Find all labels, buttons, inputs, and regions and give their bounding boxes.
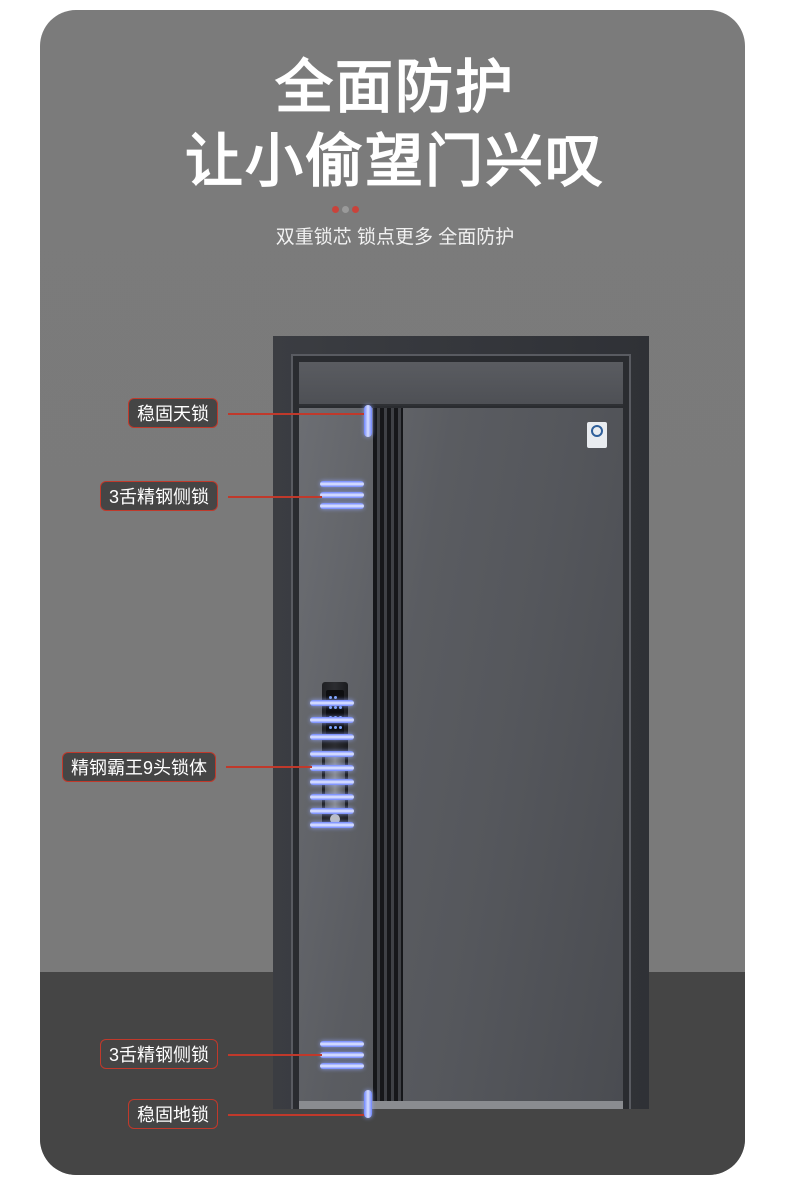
- leader-bottom: [228, 1114, 364, 1116]
- keypad-dot: [339, 726, 342, 729]
- leader-side-lower: [228, 1054, 322, 1056]
- callout-lock-body: 精钢霸王9头锁体: [62, 752, 217, 782]
- dot-3: [352, 206, 359, 213]
- lock-body-bolt-7: [310, 794, 354, 800]
- keypad-dot: [329, 696, 332, 699]
- door-frame-inner: [291, 354, 631, 1109]
- lock-body-bolt-5: [310, 765, 354, 771]
- badge-emblem: [591, 425, 603, 437]
- side-bolt-upper-2: [320, 492, 364, 498]
- callout-bottom-lock: 稳固地锁: [128, 1099, 218, 1129]
- side-bolt-lower-1: [320, 1041, 364, 1047]
- leader-top: [228, 413, 364, 415]
- callout-side-lock-upper: 3舌精钢侧锁: [100, 481, 219, 511]
- keypad-dot: [334, 696, 337, 699]
- keypad-dot: [329, 726, 332, 729]
- leader-body: [226, 766, 312, 768]
- lock-body-bolt-9: [310, 822, 354, 828]
- headline-line-2: 让小偷望门兴叹: [184, 127, 605, 195]
- leader-side-upper: [228, 496, 322, 498]
- side-bolt-lower-3: [320, 1063, 364, 1069]
- side-bolt-upper-3: [320, 503, 364, 509]
- callout-side-lock-lower: 3舌精钢侧锁: [100, 1039, 219, 1069]
- lock-body-bolt-1: [310, 700, 354, 706]
- lock-body-bolt-6: [310, 779, 354, 785]
- keypad-dot: [334, 726, 337, 729]
- keypad-dot: [334, 706, 337, 709]
- keyhole-icon: [330, 814, 340, 824]
- dot-1: [332, 206, 339, 213]
- top-bolt: [364, 405, 372, 437]
- lock-body-bolt-4: [310, 751, 354, 757]
- brand-badge-icon: [587, 422, 607, 448]
- keypad-dot: [329, 706, 332, 709]
- keypad-dot: [339, 706, 342, 709]
- callout-top-lock: 稳固天锁: [128, 398, 218, 428]
- divider-dots: [332, 206, 362, 214]
- lock-body-bolt-3: [310, 734, 354, 740]
- lock-body-bolt-8: [310, 808, 354, 814]
- door-grooves: [373, 408, 403, 1101]
- door-frame: [273, 336, 649, 1109]
- door-threshold: [299, 1101, 623, 1109]
- door-transom: [299, 362, 623, 406]
- side-bolt-upper-1: [320, 481, 364, 487]
- lock-keypad: [326, 690, 344, 738]
- lock-body-bolt-2: [310, 717, 354, 723]
- subtitle: 双重锁芯 锁点更多 全面防护: [275, 227, 515, 248]
- bottom-bolt: [364, 1090, 372, 1118]
- side-bolt-lower-2: [320, 1052, 364, 1058]
- dot-2: [342, 206, 349, 213]
- headline-line-1: 全面防护: [274, 53, 515, 121]
